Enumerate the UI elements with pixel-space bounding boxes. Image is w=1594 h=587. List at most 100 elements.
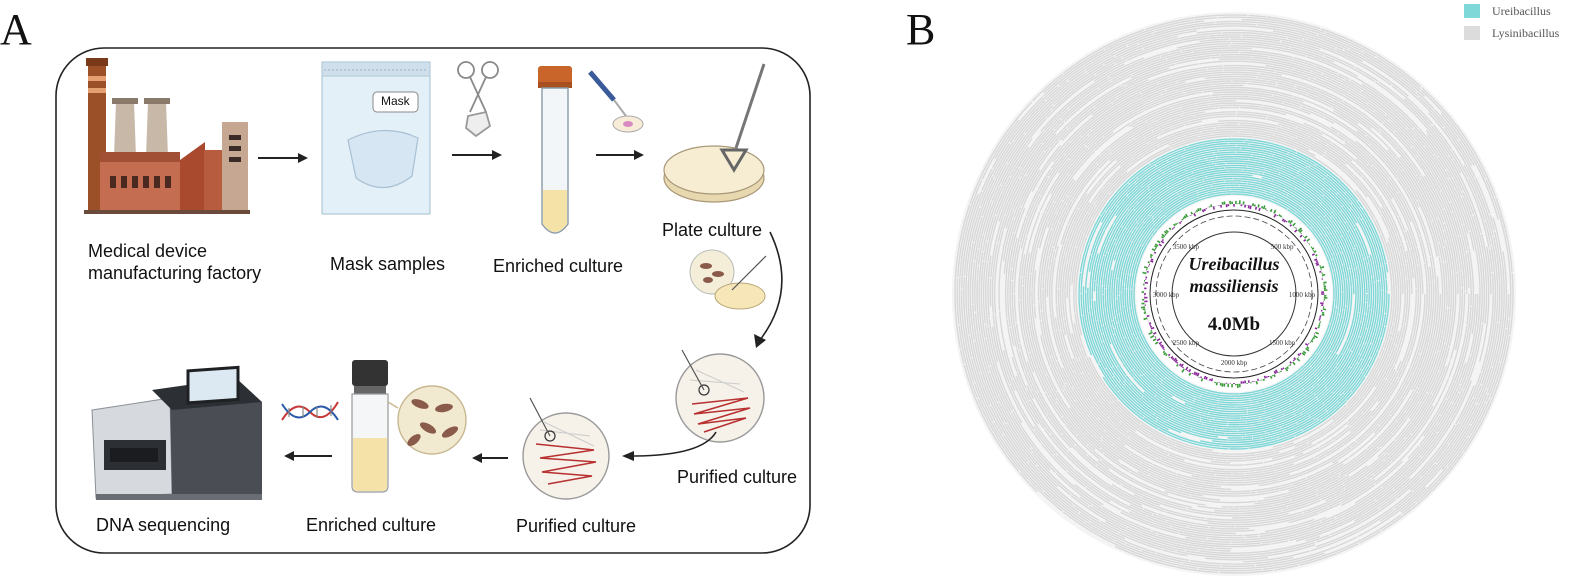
genome-ring-segment (1181, 197, 1207, 210)
genome-ring-segment (1436, 293, 1446, 353)
genome-ring-segment (1396, 373, 1414, 402)
gc-skew-mark (1143, 266, 1149, 269)
genome-ring-segment (1293, 57, 1338, 74)
genome-ring-segment (1182, 552, 1325, 570)
genome-ring-segment (1232, 193, 1253, 197)
genome-ring-segment (993, 141, 1015, 176)
genome-ring-segment (1185, 162, 1213, 171)
genome-ring-segment (1157, 111, 1184, 122)
gc-skew-mark (1317, 326, 1320, 329)
genome-ring-segment (1208, 411, 1265, 417)
genome-ring-segment (1462, 224, 1470, 248)
genome-ring-segment (1089, 522, 1157, 554)
genome-ring-segment (1325, 154, 1382, 216)
genome-ring-segment (1316, 491, 1413, 548)
genome-ring-segment (1366, 293, 1377, 343)
genome-ring-segment (1438, 307, 1448, 351)
genome-ring-segment (1212, 469, 1248, 473)
genome-ring-segment (1303, 399, 1319, 411)
genome-ring-segment (1300, 107, 1324, 119)
genome-ring-segment (1172, 416, 1216, 431)
genome-ring-segment (1068, 56, 1161, 110)
genome-ring-segment (1344, 293, 1351, 325)
genome-ring-segment (1085, 521, 1125, 545)
factory-icon (84, 58, 250, 214)
genome-ring-segment (980, 176, 994, 207)
genome-ring-segment (1419, 308, 1450, 403)
genome-ring-segment (1127, 188, 1149, 210)
genome-ring-segment (1290, 395, 1306, 406)
genome-ring-segment (1094, 223, 1114, 281)
genome-ring-segment (1188, 139, 1215, 147)
genome-ring-segment (1108, 394, 1141, 425)
genome-ring-segment (1335, 432, 1438, 519)
genome-ring-segment (1329, 508, 1380, 536)
genome-ring-segment (1316, 306, 1337, 354)
genome-ring-segment (1219, 446, 1283, 455)
genome-ring-segment (1287, 483, 1344, 508)
genome-ring-segment (1257, 24, 1349, 50)
genome-ring-segment (1344, 192, 1383, 266)
genome-ring-segment (1343, 369, 1362, 394)
genome-ring-segment (1018, 236, 1028, 301)
gc-skew-mark (1193, 371, 1197, 375)
genome-ring-segment (1244, 140, 1316, 166)
genome-ring-segment (1264, 518, 1315, 533)
genome-ring-segment (1466, 293, 1470, 325)
genome-ring-segment (1087, 454, 1193, 508)
genome-ring-segment (1293, 383, 1300, 388)
genome-ring-segment (1428, 241, 1435, 267)
genome-ring-segment (1040, 241, 1049, 311)
genome-ring-segment (1150, 153, 1214, 180)
genome-ring-segment (1355, 66, 1379, 82)
genome-ring-segment (1362, 51, 1426, 97)
genome-ring-segment (1218, 149, 1274, 157)
genome-ring-segment (1417, 265, 1422, 295)
genome-ring-segment (1144, 373, 1157, 386)
genome-ring-segment (1260, 418, 1315, 441)
genome-ring-segment (1052, 141, 1071, 163)
genome-ring-segment (1330, 126, 1390, 180)
bacteria-magnifier-icon (387, 385, 467, 455)
gc-skew-mark (1294, 229, 1298, 233)
gc-skew-mark (1282, 367, 1285, 370)
genome-ring-segment (1177, 73, 1274, 83)
genome-ring-segment (1351, 434, 1367, 448)
genome-ring-segment (1082, 171, 1128, 235)
genome-ring-segment (1332, 270, 1337, 295)
genome-ring-segment (1265, 427, 1281, 433)
genome-ring-segment (1314, 408, 1377, 458)
genome-ring-segment (1283, 394, 1341, 433)
genome-ring-segment (1451, 272, 1455, 295)
genome-ring-segment (1036, 135, 1089, 207)
genome-ring-segment (1114, 226, 1123, 240)
genome-ring-segment (1183, 108, 1196, 113)
genome-ring-segment (1095, 63, 1116, 76)
genome-ring-segment (1026, 212, 1046, 321)
gc-skew-mark (1273, 209, 1277, 214)
genome-ring-segment (1072, 358, 1129, 432)
label-enriched-culture-top: Enriched culture (493, 256, 624, 276)
genome-ring-segment (1122, 284, 1125, 307)
genome-ring-segment (1404, 293, 1409, 324)
genome-ring-segment (1098, 418, 1120, 439)
genome-ring-segment (1321, 202, 1354, 253)
genome-ring-segment (1246, 431, 1266, 436)
genome-ring-segment (1325, 371, 1340, 388)
genome-ring-segment (1277, 123, 1319, 141)
genome-ring-segment (1058, 163, 1098, 223)
genome-ring-segment (1103, 110, 1145, 138)
genome-ring-segment (1317, 354, 1339, 380)
gc-skew-mark (1313, 258, 1318, 261)
genome-ring-segment (1240, 106, 1287, 116)
genome-ring-segment (984, 324, 1013, 411)
gc-skew-mark (1311, 247, 1315, 250)
genome-ring-segment (1115, 207, 1145, 254)
genome-ring-segment (1406, 230, 1420, 295)
test-tube-icon (538, 66, 572, 234)
genome-ring-segment (1040, 334, 1051, 367)
gc-skew-mark (1280, 367, 1283, 371)
genome-ring-segment (1423, 175, 1458, 272)
genome-ring-segment (1059, 354, 1099, 420)
genome-ring-segment (1406, 293, 1422, 364)
